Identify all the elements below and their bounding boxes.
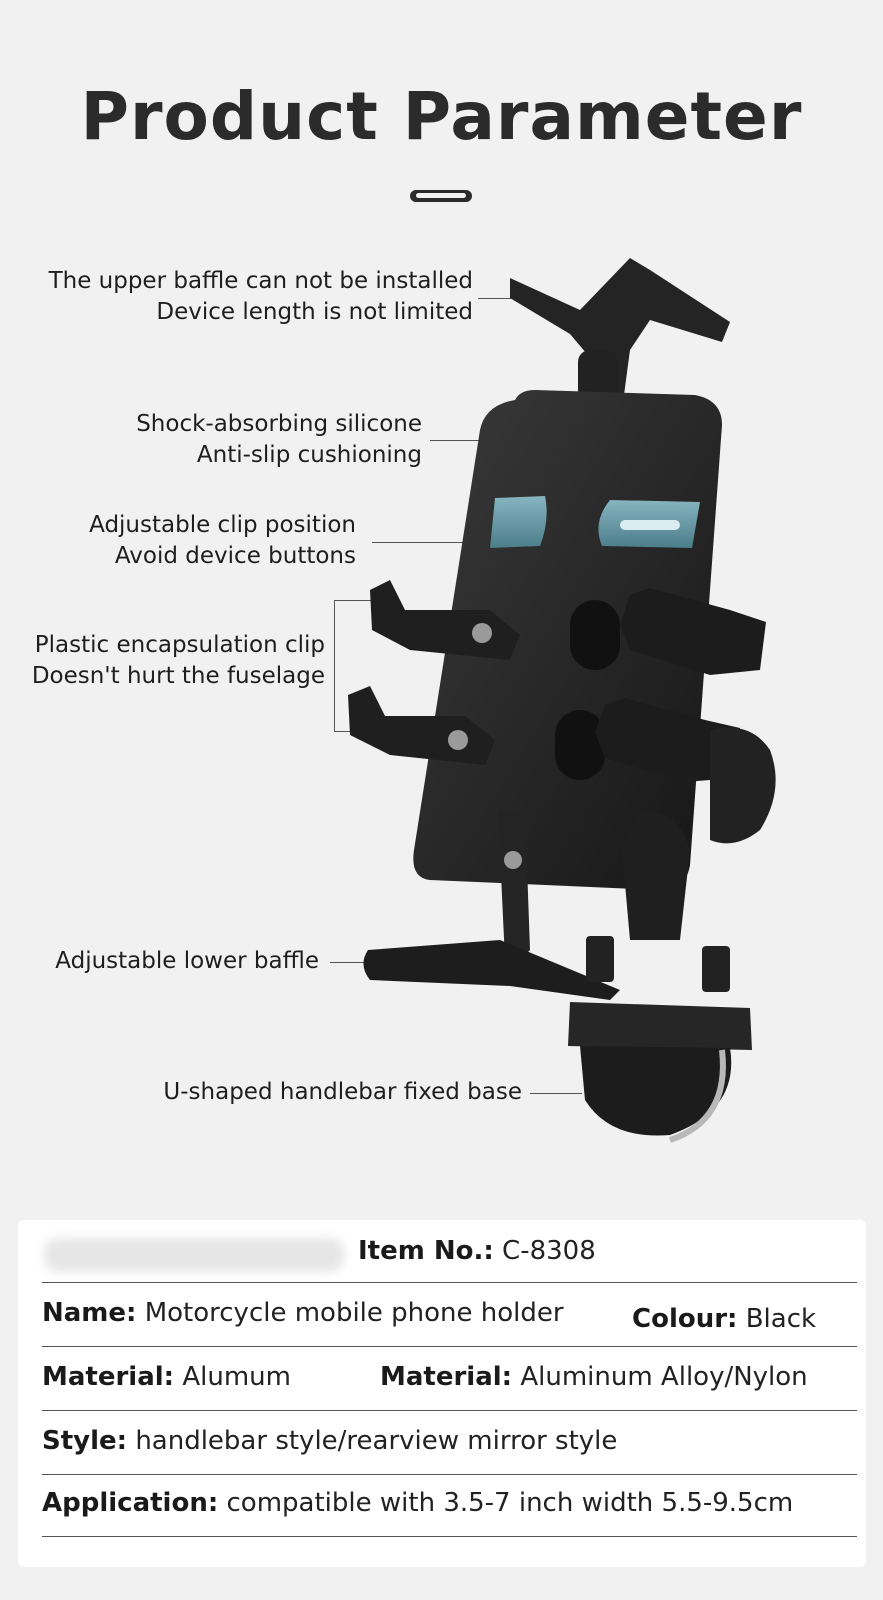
row-divider (42, 1536, 857, 1537)
phone-holder-image (348, 258, 776, 1143)
spec-colour: Colour: Black (632, 1304, 816, 1334)
spec-value: handlebar style/rearview mirror style (135, 1426, 618, 1456)
spec-label: Colour: (632, 1304, 738, 1334)
spec-material-1: Material: Alumum (42, 1362, 291, 1392)
callout-line: Avoid device buttons (114, 543, 356, 569)
callout-line: Adjustable lower baffle (55, 948, 319, 974)
leader-line (372, 542, 522, 543)
callout-encapsulation-clip: Plastic encapsulation clip Doesn't hurt … (32, 630, 325, 692)
callout-line: Shock-absorbing silicone (136, 411, 422, 437)
spec-label: Name: (42, 1298, 137, 1328)
callout-line: The upper baffle can not be installed (48, 268, 473, 294)
spec-label: Material: (42, 1362, 175, 1392)
row-divider (42, 1282, 857, 1283)
leader-line (330, 962, 368, 963)
callout-line: Device length is not limited (156, 299, 473, 325)
row-divider (42, 1474, 857, 1475)
spec-value: Motorcycle mobile phone holder (144, 1298, 564, 1328)
spec-item-no: Item No.: C-8308 (358, 1236, 596, 1266)
callout-line: Adjustable clip position (89, 512, 356, 538)
page-title: Product Parameter (80, 78, 803, 155)
callout-line: Plastic encapsulation clip (34, 632, 325, 658)
spec-application: Application: compatible with 3.5-7 inch … (42, 1488, 857, 1518)
callout-handlebar-base: U-shaped handlebar fixed base (163, 1077, 522, 1108)
callout-line: U-shaped handlebar fixed base (163, 1079, 522, 1105)
spec-label: Material: (380, 1362, 513, 1392)
spec-label: Style: (42, 1426, 128, 1456)
callout-silicone: Shock-absorbing silicone Anti-slip cushi… (136, 409, 422, 471)
spec-table: Item No.: C-8308 Name: Motorcycle mobile… (18, 1220, 866, 1567)
spec-value: Alumum (182, 1362, 291, 1392)
spec-value: Aluminum Alloy/Nylon (520, 1362, 808, 1392)
spec-label: Item No.: (358, 1236, 494, 1266)
leader-line (530, 1093, 582, 1094)
callout-line: Anti-slip cushioning (196, 442, 422, 468)
callout-clip-position: Adjustable clip position Avoid device bu… (89, 510, 356, 572)
spec-name: Name: Motorcycle mobile phone holder (42, 1298, 857, 1328)
row-divider (42, 1410, 857, 1411)
spec-style: Style: handlebar style/rearview mirror s… (42, 1426, 857, 1456)
spec-value: Black (745, 1304, 817, 1334)
callout-line: Doesn't hurt the fuselage (31, 663, 325, 689)
spec-material-2: Material: Aluminum Alloy/Nylon (380, 1362, 808, 1392)
callout-upper-baffle: The upper baffle can not be installed De… (49, 266, 473, 328)
leader-line (478, 298, 520, 299)
spec-label: Application: (42, 1488, 219, 1518)
callout-lower-baffle: Adjustable lower baffle (55, 946, 319, 977)
spec-value: compatible with 3.5-7 inch width 5.5-9.5… (226, 1488, 794, 1518)
blurred-logo (44, 1238, 344, 1272)
spec-value: C-8308 (502, 1236, 596, 1266)
row-divider (42, 1346, 857, 1347)
title-divider (410, 190, 472, 202)
